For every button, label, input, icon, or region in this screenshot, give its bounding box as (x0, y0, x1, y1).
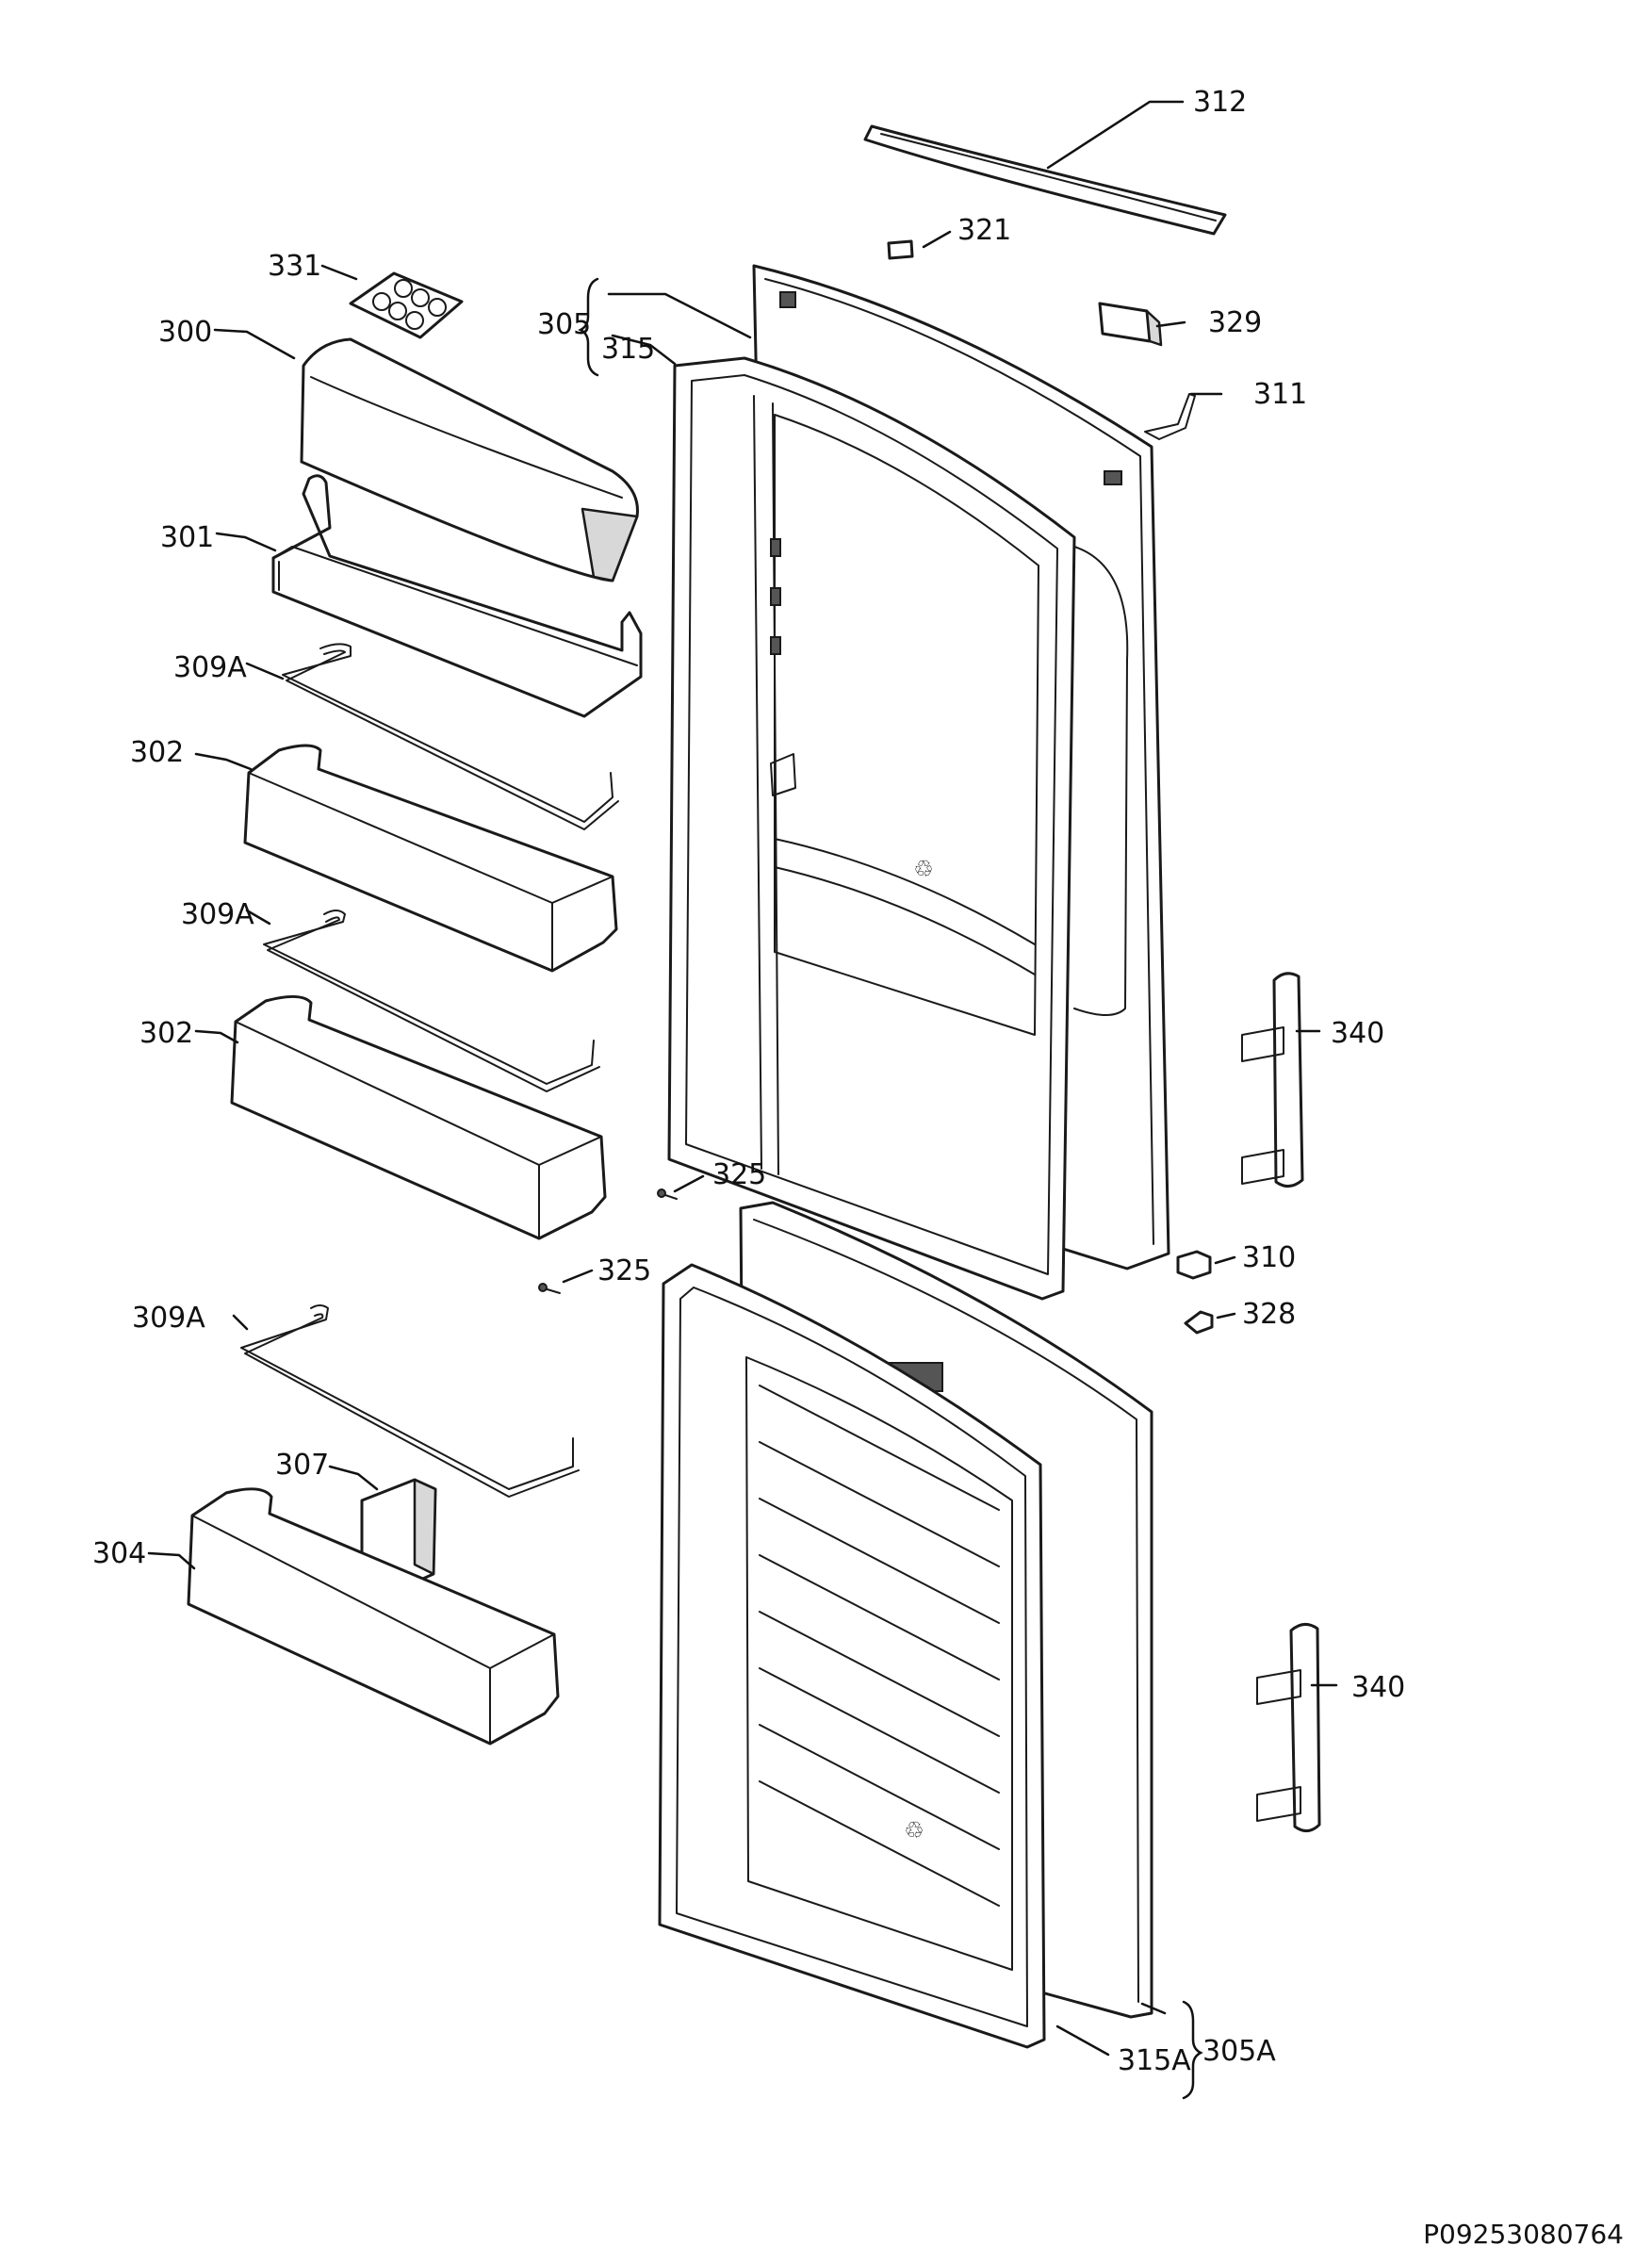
part-302-door-bin-1 (243, 744, 618, 973)
label-321: 321 (957, 214, 1011, 247)
part-329-hinge-cover (1098, 302, 1163, 347)
part-315-upper-door-gasket: ♲ (667, 356, 1129, 1301)
part-315A-lower-door-gasket: ♲ (658, 1263, 1046, 2049)
part-340-handle-upper (1241, 972, 1304, 1188)
part-310-hinge-bushing (1176, 1250, 1212, 1280)
label-315: 315 (601, 333, 655, 366)
part-307-bottle-divider (360, 1478, 437, 1598)
part-328-hinge-cap (1184, 1310, 1214, 1335)
brace-305-315 (578, 277, 599, 377)
label-307: 307 (275, 1449, 329, 1482)
part-304-bottle-bin (187, 1487, 560, 1746)
part-301-dairy-shelf (271, 474, 643, 718)
label-302-2: 302 (139, 1017, 193, 1050)
label-304: 304 (92, 1537, 146, 1570)
part-309A-bar-3 (240, 1304, 580, 1498)
part-311-hinge-pin (1144, 393, 1196, 440)
part-321-clip (887, 239, 914, 260)
label-340-1: 340 (1331, 1017, 1384, 1050)
label-309A-1: 309A (173, 651, 247, 684)
svg-text:♲: ♲ (904, 1817, 924, 1844)
label-305A: 305A (1202, 2035, 1276, 2068)
part-331-egg-tray (349, 271, 464, 339)
leader-lines (147, 100, 1338, 2057)
svg-text:♲: ♲ (913, 856, 934, 882)
label-300: 300 (158, 316, 212, 349)
label-301: 301 (160, 521, 214, 554)
label-315A: 315A (1118, 2044, 1191, 2077)
part-325-screw-2 (538, 1283, 561, 1294)
part-340-handle-lower (1256, 1623, 1321, 1832)
label-329: 329 (1208, 306, 1262, 339)
part-300-dairy-lid (300, 337, 639, 582)
part-312-top-trim (863, 124, 1227, 236)
part-309A-bar-1 (282, 643, 619, 830)
label-331: 331 (268, 250, 321, 283)
part-302-door-bin-2 (230, 995, 607, 1240)
label-309A-2: 309A (181, 898, 254, 931)
label-305: 305 (537, 308, 591, 341)
part-309A-bar-2 (263, 910, 600, 1092)
brace-315A-305A (1182, 2000, 1203, 2100)
label-340-2: 340 (1351, 1671, 1405, 1704)
document-id: P09253080764 (1423, 2219, 1624, 2250)
label-311: 311 (1253, 378, 1307, 411)
label-302-1: 302 (130, 736, 184, 769)
label-310: 310 (1242, 1241, 1296, 1274)
label-328: 328 (1242, 1298, 1296, 1331)
label-312: 312 (1193, 86, 1247, 119)
label-309A-3: 309A (132, 1302, 205, 1335)
label-325-2: 325 (597, 1254, 651, 1287)
part-labels: 312 321 331 305 315 329 300 311 301 309A… (92, 86, 1405, 2077)
label-325-1: 325 (712, 1158, 766, 1191)
part-325-screw-1 (657, 1188, 678, 1200)
